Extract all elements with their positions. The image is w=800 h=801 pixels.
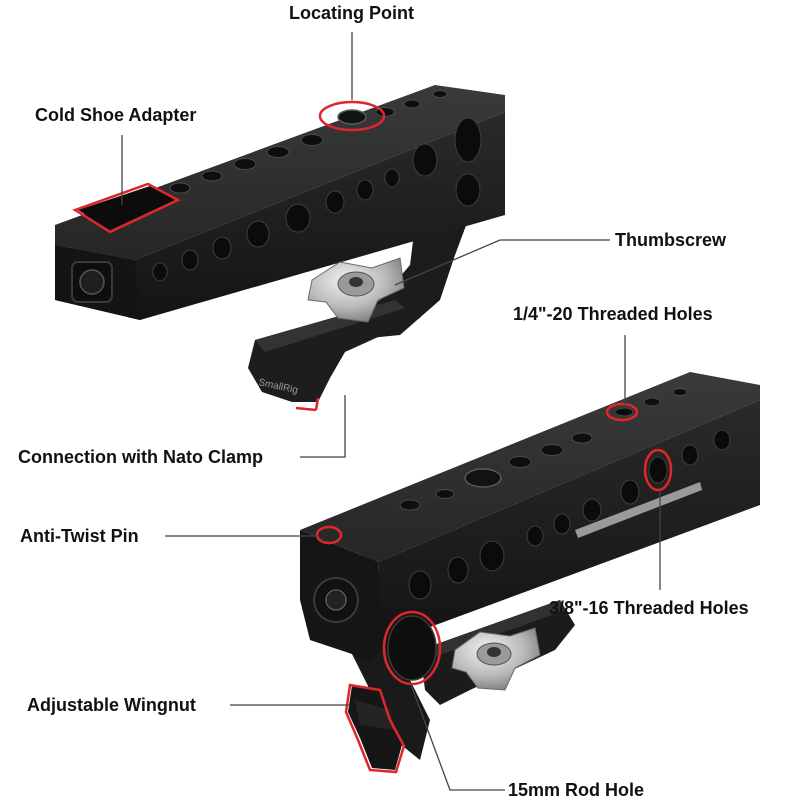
cold-shoe-highlight <box>72 182 181 234</box>
top-handle-top-surface <box>55 85 505 260</box>
bottom-handle-highlights <box>315 402 673 774</box>
nato-foot-highlight <box>295 397 320 412</box>
top-surface-holes <box>169 90 448 194</box>
quarter-inch-hole <box>616 409 628 415</box>
bottom-handle <box>300 372 760 774</box>
nato-clamp-foot <box>248 300 420 402</box>
callout-anti-twist-pin: Anti-Twist Pin <box>20 526 139 546</box>
wingnut-highlight <box>344 683 406 774</box>
bottom-end-hole <box>325 589 347 611</box>
end-face-hole <box>79 269 105 295</box>
rod-hole <box>387 615 437 681</box>
bottom-top-holes <box>399 388 688 511</box>
leader-lines <box>121 32 661 791</box>
bottom-locating-hole <box>464 468 502 488</box>
top-handle-front-face <box>55 112 505 320</box>
anti-twist-highlight <box>315 525 343 545</box>
top-handle: SmallRig <box>55 85 505 412</box>
bottom-front-holes <box>408 429 731 600</box>
cold-shoe-slot <box>78 186 175 230</box>
side-rail <box>575 482 702 538</box>
callout-thumbscrew: Thumbscrew <box>615 230 727 250</box>
rod-hole-highlight <box>382 610 442 686</box>
callout-quarter-inch-threaded-holes: 1/4"-20 Threaded Holes <box>513 304 713 324</box>
callout-nato-clamp-connection: Connection with Nato Clamp <box>18 447 263 467</box>
front-face-holes <box>152 117 482 282</box>
top-thumbscrew <box>307 257 405 323</box>
callout-three-eighths-threaded-holes: 3/8"-16 Threaded Holes <box>549 598 749 618</box>
bottom-handle-top-surface <box>300 372 760 562</box>
callout-locating-point: Locating Point <box>289 3 414 23</box>
three-eighths-highlight <box>643 448 673 492</box>
wingnut <box>348 685 402 770</box>
locating-point-highlight <box>318 100 386 132</box>
bottom-thumbscrew <box>451 627 541 691</box>
callout-rod-hole: 15mm Rod Hole <box>508 780 645 800</box>
callout-cold-shoe-adapter: Cold Shoe Adapter <box>35 105 197 125</box>
top-handle-highlights <box>72 100 386 412</box>
quarter-inch-highlight <box>605 402 639 422</box>
bottom-nato-foot-top <box>420 600 566 660</box>
callout-adjustable-wingnut: Adjustable Wingnut <box>27 695 196 715</box>
locating-point-hole <box>337 109 367 125</box>
